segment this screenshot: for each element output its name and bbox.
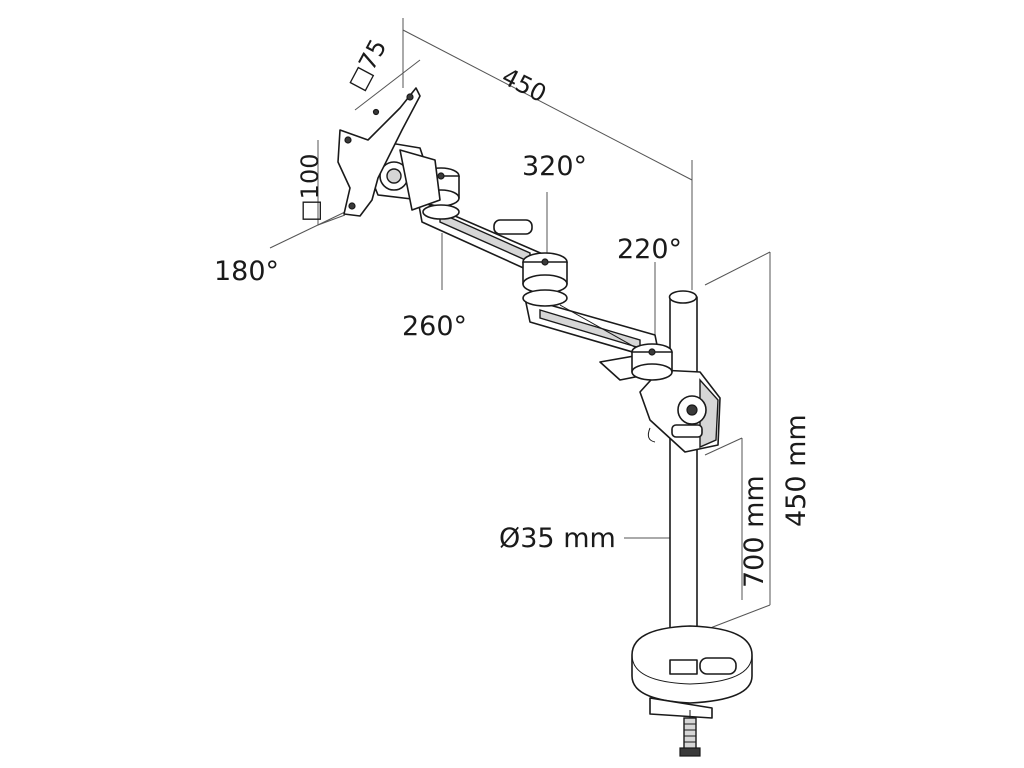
clamp-screw [679, 717, 701, 757]
height-adjust-label: 450 mm [781, 414, 812, 527]
joint3-rotation-label: 220° [617, 234, 682, 265]
joint2-rotation-label: 320° [522, 151, 587, 182]
dimension-labels: □75 □100 450 180° 260° 320° 220° Ø35 mm … [214, 35, 812, 588]
vesa-small-label: □75 [343, 35, 393, 95]
pole [668, 290, 698, 668]
reach-label: 450 [497, 62, 551, 108]
joint1-rotation-label: 260° [402, 311, 467, 342]
pole-collar [599, 354, 721, 453]
dimension-lines [269, 18, 771, 631]
pole-diameter-label: Ø35 mm [499, 523, 616, 554]
vesa-plate [337, 87, 421, 217]
pole-height-label: 700 mm [739, 475, 770, 588]
arm-segment-2 [417, 199, 551, 281]
head-rotation-label: 180° [214, 256, 279, 287]
vesa-large-label: □100 [296, 154, 324, 222]
joint-3 [631, 343, 673, 381]
joint-2 [522, 252, 568, 307]
desk-clamp [631, 625, 753, 757]
